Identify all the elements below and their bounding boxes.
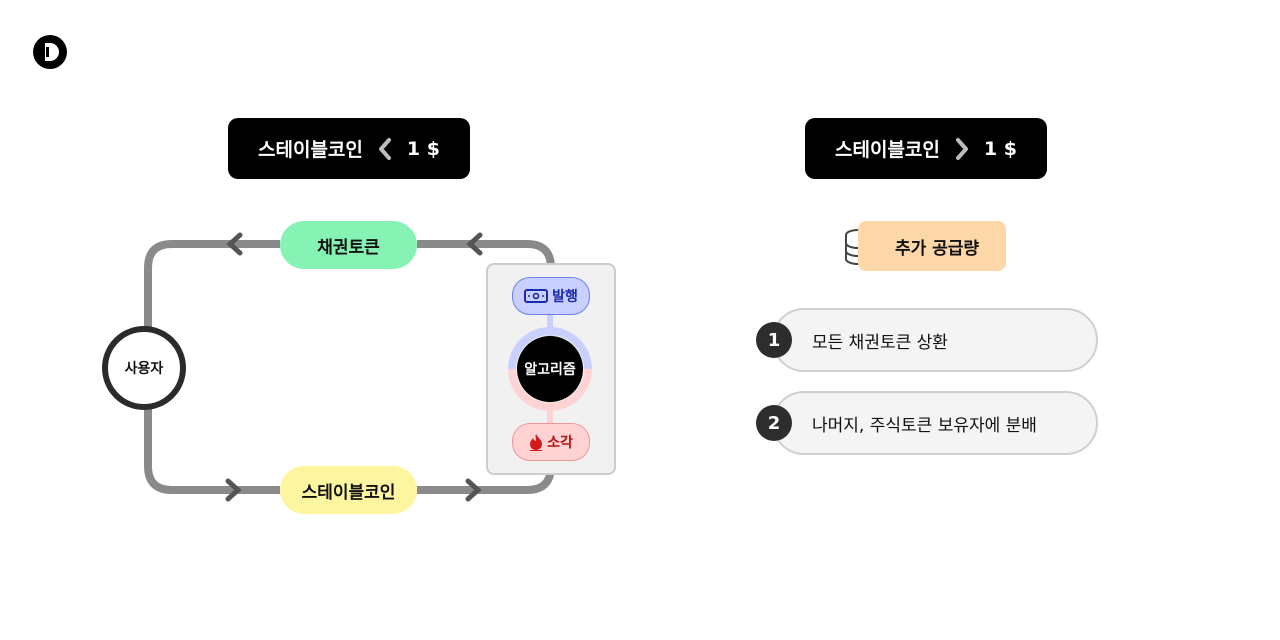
step-number-badge: 2 xyxy=(756,405,792,441)
arrow-left-icon xyxy=(226,232,243,256)
less-than-chevron-icon xyxy=(378,137,391,160)
price-value: 1 $ xyxy=(983,137,1017,160)
price-label: 스테이블코인 xyxy=(835,139,940,161)
step-item: 모든 채권토큰 상환 xyxy=(772,308,1098,372)
burn-node: 소각 xyxy=(512,423,590,461)
d-logo-icon xyxy=(33,35,67,69)
arrow-left-icon xyxy=(466,232,483,256)
burn-label: 소각 xyxy=(547,435,573,451)
flame-icon xyxy=(530,434,543,451)
stablecoin-node: 스테이블코인 xyxy=(280,466,417,514)
arrow-right-icon xyxy=(225,478,242,502)
issue-label: 발행 xyxy=(552,289,578,305)
greater-than-chevron-icon xyxy=(955,137,968,160)
user-node: 사용자 xyxy=(102,326,186,410)
bond-token-node: 채권토큰 xyxy=(280,221,417,269)
issue-node: 발행 xyxy=(512,277,590,315)
algorithm-connector-lines xyxy=(508,313,592,425)
price-value: 1 $ xyxy=(406,137,440,160)
step-item: 나머지, 주식토큰 보유자에 분배 xyxy=(772,391,1098,455)
step-number-badge: 1 xyxy=(756,322,792,358)
banknote-icon xyxy=(524,289,549,303)
price-above-peg-banner: 스테이블코인 1 $ xyxy=(805,118,1047,179)
arrow-right-icon xyxy=(465,478,482,502)
step-text: 모든 채권토큰 상환 xyxy=(812,332,948,353)
price-below-peg-banner: 스테이블코인 1 $ xyxy=(228,118,470,179)
additional-supply-label: 추가 공급량 xyxy=(858,221,1006,271)
step-text: 나머지, 주식토큰 보유자에 분배 xyxy=(812,415,1037,436)
price-label: 스테이블코인 xyxy=(258,139,363,161)
algorithm-node: 알고리즘 xyxy=(517,336,583,402)
